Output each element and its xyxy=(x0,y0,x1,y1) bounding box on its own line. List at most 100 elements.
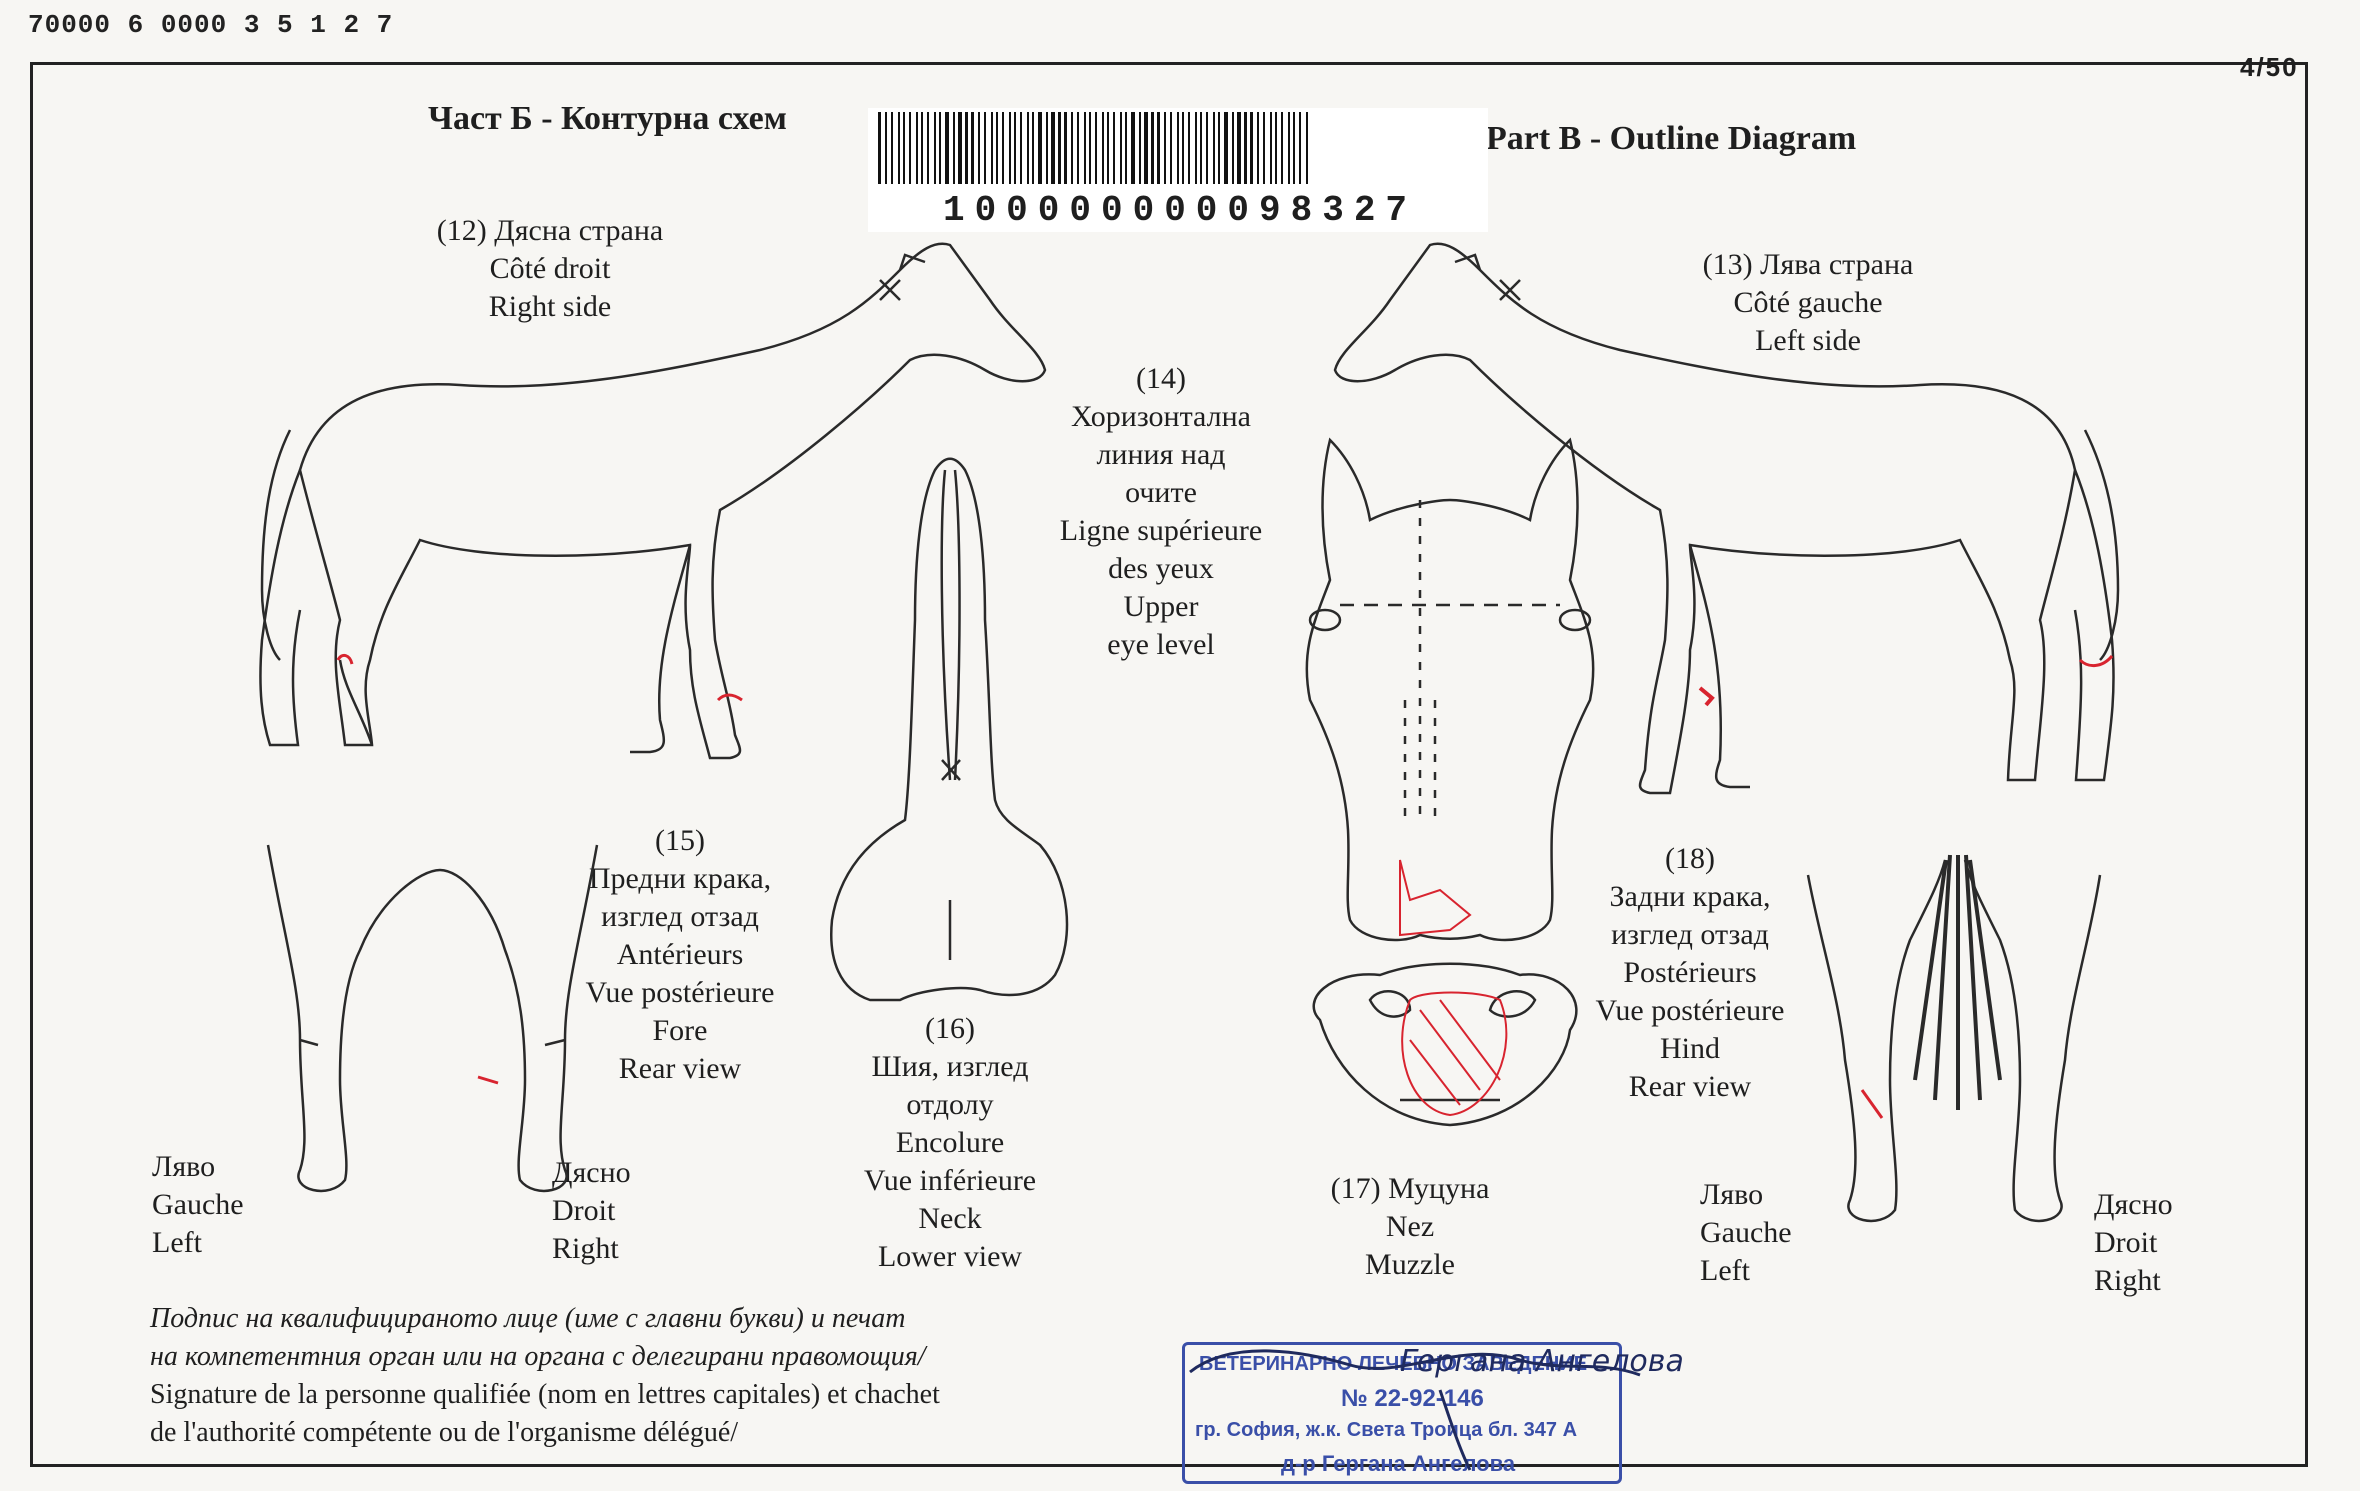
barcode-bar xyxy=(1232,112,1234,184)
view-12-bg: Дясна страна xyxy=(494,214,664,247)
barcode-bar xyxy=(953,112,955,184)
stamp-line-3: гр. София, ж.к. Света Троица бл. 347 А xyxy=(1195,1419,1578,1441)
barcode-bar xyxy=(927,112,929,184)
hind-right-label: Дясно Droit Right xyxy=(2094,1186,2173,1300)
hind-legs-drawing xyxy=(1806,854,2102,1223)
barcode-number: 100000000098327 xyxy=(942,190,1418,231)
form-border xyxy=(30,62,2308,1467)
barcode-bar xyxy=(903,112,905,184)
barcode-bar xyxy=(921,112,923,184)
barcode-bar xyxy=(909,112,911,184)
barcode-bar xyxy=(1089,112,1091,184)
barcode-bar xyxy=(916,112,918,184)
view-15-bg-1: Предни крака, xyxy=(588,862,772,895)
title-en: Part B - Outline Diagram xyxy=(1486,120,1857,157)
barcode-bar xyxy=(898,112,900,184)
view-14-en-1: Upper xyxy=(1123,590,1199,623)
barcode-bar xyxy=(1244,112,1247,184)
barcode-bar xyxy=(1151,112,1154,184)
barcode-bar xyxy=(971,112,974,184)
barcode-bar xyxy=(1107,112,1109,184)
barcode-bar xyxy=(965,112,968,184)
barcode-bar xyxy=(1002,112,1004,184)
view-18-bg-1: Задни крака, xyxy=(1609,880,1771,913)
barcode xyxy=(868,108,1488,232)
view-18-en-1: Hind xyxy=(1660,1032,1720,1065)
view-16-fr-1: Encolure xyxy=(895,1126,1005,1159)
barcode-bar xyxy=(1027,112,1029,184)
view-14-bg-2: линия над xyxy=(1096,438,1226,471)
view-14-en-2: eye level xyxy=(1107,628,1215,661)
barcode-bar xyxy=(878,112,881,184)
view-16-fr-2: Vue inférieure xyxy=(863,1164,1037,1197)
view-15-label: (15) Предни крака, изглед отзад Antérieu… xyxy=(556,822,804,1088)
barcode-bar xyxy=(891,112,893,184)
view-16-bg-2: отдолу xyxy=(906,1088,994,1121)
barcode-bar xyxy=(1046,112,1048,184)
barcode-bar xyxy=(1250,112,1253,184)
barcode-bar xyxy=(1213,112,1215,184)
barcode-bar xyxy=(1182,112,1184,184)
view-14-label: (14) Хоризонтална линия над очите Ligne … xyxy=(1036,360,1286,664)
barcode-bar xyxy=(1077,112,1079,184)
view-17-fr: Nez xyxy=(1385,1210,1435,1243)
barcode-bar xyxy=(1263,112,1265,184)
view-13-number: (13) xyxy=(1702,248,1753,281)
barcode-bar xyxy=(996,112,998,184)
barcode-bar xyxy=(1206,112,1208,184)
barcode-bar xyxy=(1177,112,1179,184)
barcode-bar xyxy=(1095,112,1097,184)
view-13-bg: Лява страна xyxy=(1760,248,1914,281)
stamp-line-4: д-р Гергана Ангелова xyxy=(1281,1451,1516,1476)
handwritten-signature xyxy=(1189,1349,1641,1471)
view-18-label: (18) Задни крака, изглед отзад Postérieu… xyxy=(1572,840,1808,1106)
barcode-bar xyxy=(1014,112,1016,184)
hind-right-fr: Droit xyxy=(2094,1226,2158,1259)
barcode-bar xyxy=(1195,112,1197,184)
hind-left-bg: Ляво xyxy=(1700,1178,1764,1211)
view-15-en-1: Fore xyxy=(652,1014,708,1047)
view-12-label: (12) Дясна страна Côté droit Right side xyxy=(410,212,690,326)
barcode-bar xyxy=(885,112,887,184)
view-14-bg-1: Хоризонтална xyxy=(1071,400,1251,433)
view-14-number: (14) xyxy=(1136,362,1186,395)
fore-legs-drawing xyxy=(266,844,599,1193)
hind-left-en: Left xyxy=(1700,1254,1750,1287)
barcode-bar xyxy=(1275,112,1277,184)
title-bg: Част Б - Контурна схем xyxy=(428,100,787,137)
barcode-bar xyxy=(1157,112,1160,184)
view-13-en: Left side xyxy=(1755,324,1861,357)
barcode-bar xyxy=(1051,112,1055,184)
fore-left-fr: Gauche xyxy=(152,1188,244,1221)
neck-drawing xyxy=(830,457,1069,1002)
view-14-fr-1: Ligne supérieure xyxy=(1059,514,1263,547)
view-17-number: (17) xyxy=(1330,1172,1381,1205)
barcode-bar xyxy=(1071,112,1073,184)
signature-line-2: на компетентния орган или на органа с де… xyxy=(150,1341,926,1372)
stamp-line-1: ВЕТЕРИНАРНО ЛЕЧЕБНО ЗАВЕДЕНИЕ xyxy=(1199,1353,1588,1375)
barcode-bar xyxy=(1131,112,1135,184)
barcode-bar xyxy=(1113,112,1115,184)
barcode-bar xyxy=(1139,112,1141,184)
hind-left-fr: Gauche xyxy=(1700,1216,1792,1249)
view-16-en-2: Lower view xyxy=(877,1240,1023,1273)
view-15-fr-1: Antérieurs xyxy=(616,938,744,971)
barcode-bar xyxy=(1020,112,1022,184)
barcode-bar xyxy=(1299,112,1301,184)
barcode-bar xyxy=(978,112,980,184)
view-15-bg-2: изглед отзад xyxy=(601,900,759,933)
barcode-bar xyxy=(1281,112,1283,184)
horse-left-side-drawing xyxy=(1333,242,2120,795)
signature-line-1: Подпис на квалифицираното лице (име с гл… xyxy=(150,1303,906,1334)
signature-line-3: Signature de la personne qualifiée (nom … xyxy=(150,1379,940,1410)
red-markings xyxy=(336,653,2114,1119)
barcode-bar xyxy=(1032,112,1034,184)
view-18-fr-1: Postérieurs xyxy=(1623,956,1757,989)
view-13-label: (13) Лява страна Côté gauche Left side xyxy=(1668,246,1948,360)
barcode-bar xyxy=(958,112,962,184)
view-15-number: (15) xyxy=(655,824,705,857)
fore-left-label: Ляво Gauche Left xyxy=(152,1148,244,1262)
barcode-bar xyxy=(1144,112,1148,184)
barcode-bar xyxy=(1125,112,1127,184)
view-18-fr-2: Vue postérieure xyxy=(1595,994,1785,1027)
